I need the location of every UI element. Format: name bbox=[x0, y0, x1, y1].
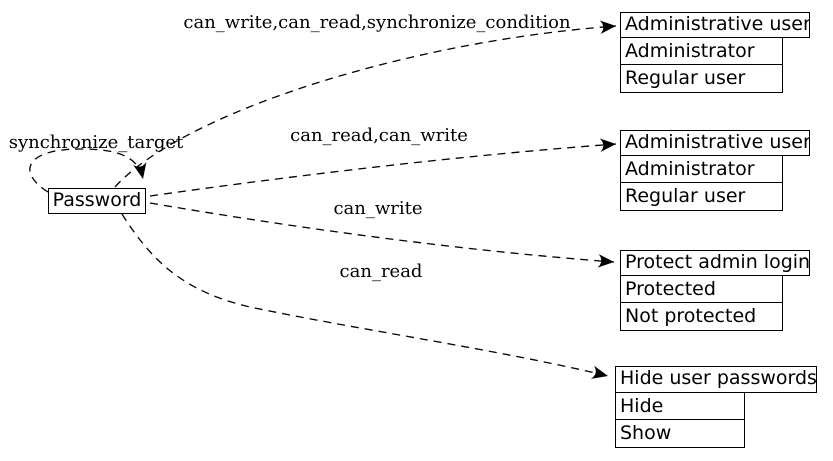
edge-can-write bbox=[149, 202, 615, 268]
option-table-hide-user-passwords: Hide user passwords Hide Show bbox=[615, 366, 817, 448]
password-node: Password bbox=[48, 188, 146, 214]
edge-label-synchronize-target: synchronize_target bbox=[8, 132, 184, 153]
edge-label-can-read: can_read bbox=[339, 261, 423, 282]
table-header: Protect admin login bbox=[620, 250, 810, 276]
table-row: Show bbox=[615, 419, 745, 448]
table-row: Protected bbox=[620, 274, 783, 304]
table-header: Administrative user bbox=[620, 12, 810, 38]
option-table-administrative-user-1: Administrative user Administrator Regula… bbox=[620, 12, 810, 93]
table-row: Regular user bbox=[620, 64, 783, 93]
option-table-protect-admin-login: Protect admin login Protected Not protec… bbox=[620, 250, 810, 331]
edge-label-can-write-can-read-synchronize-condition: can_write,can_read,synchronize_condition bbox=[183, 12, 571, 33]
edge-can-read-can-write bbox=[149, 138, 617, 197]
edge-can-write-can-read-synchronize-condition bbox=[114, 20, 617, 188]
table-row: Administrator bbox=[620, 36, 783, 66]
table-row: Hide bbox=[615, 391, 745, 421]
edge-label-can-read-can-write: can_read,can_write bbox=[290, 125, 468, 146]
table-row: Administrator bbox=[620, 154, 783, 184]
table-row: Regular user bbox=[620, 182, 783, 211]
edge-self-loop-synchronize-target bbox=[29, 148, 147, 193]
edge-can-read bbox=[121, 213, 609, 379]
table-row: Not protected bbox=[620, 302, 783, 331]
table-header: Hide user passwords bbox=[615, 366, 817, 393]
option-table-administrative-user-2: Administrative user Administrator Regula… bbox=[620, 130, 810, 211]
table-header: Administrative user bbox=[620, 130, 810, 156]
edge-label-can-write: can_write bbox=[333, 198, 423, 219]
